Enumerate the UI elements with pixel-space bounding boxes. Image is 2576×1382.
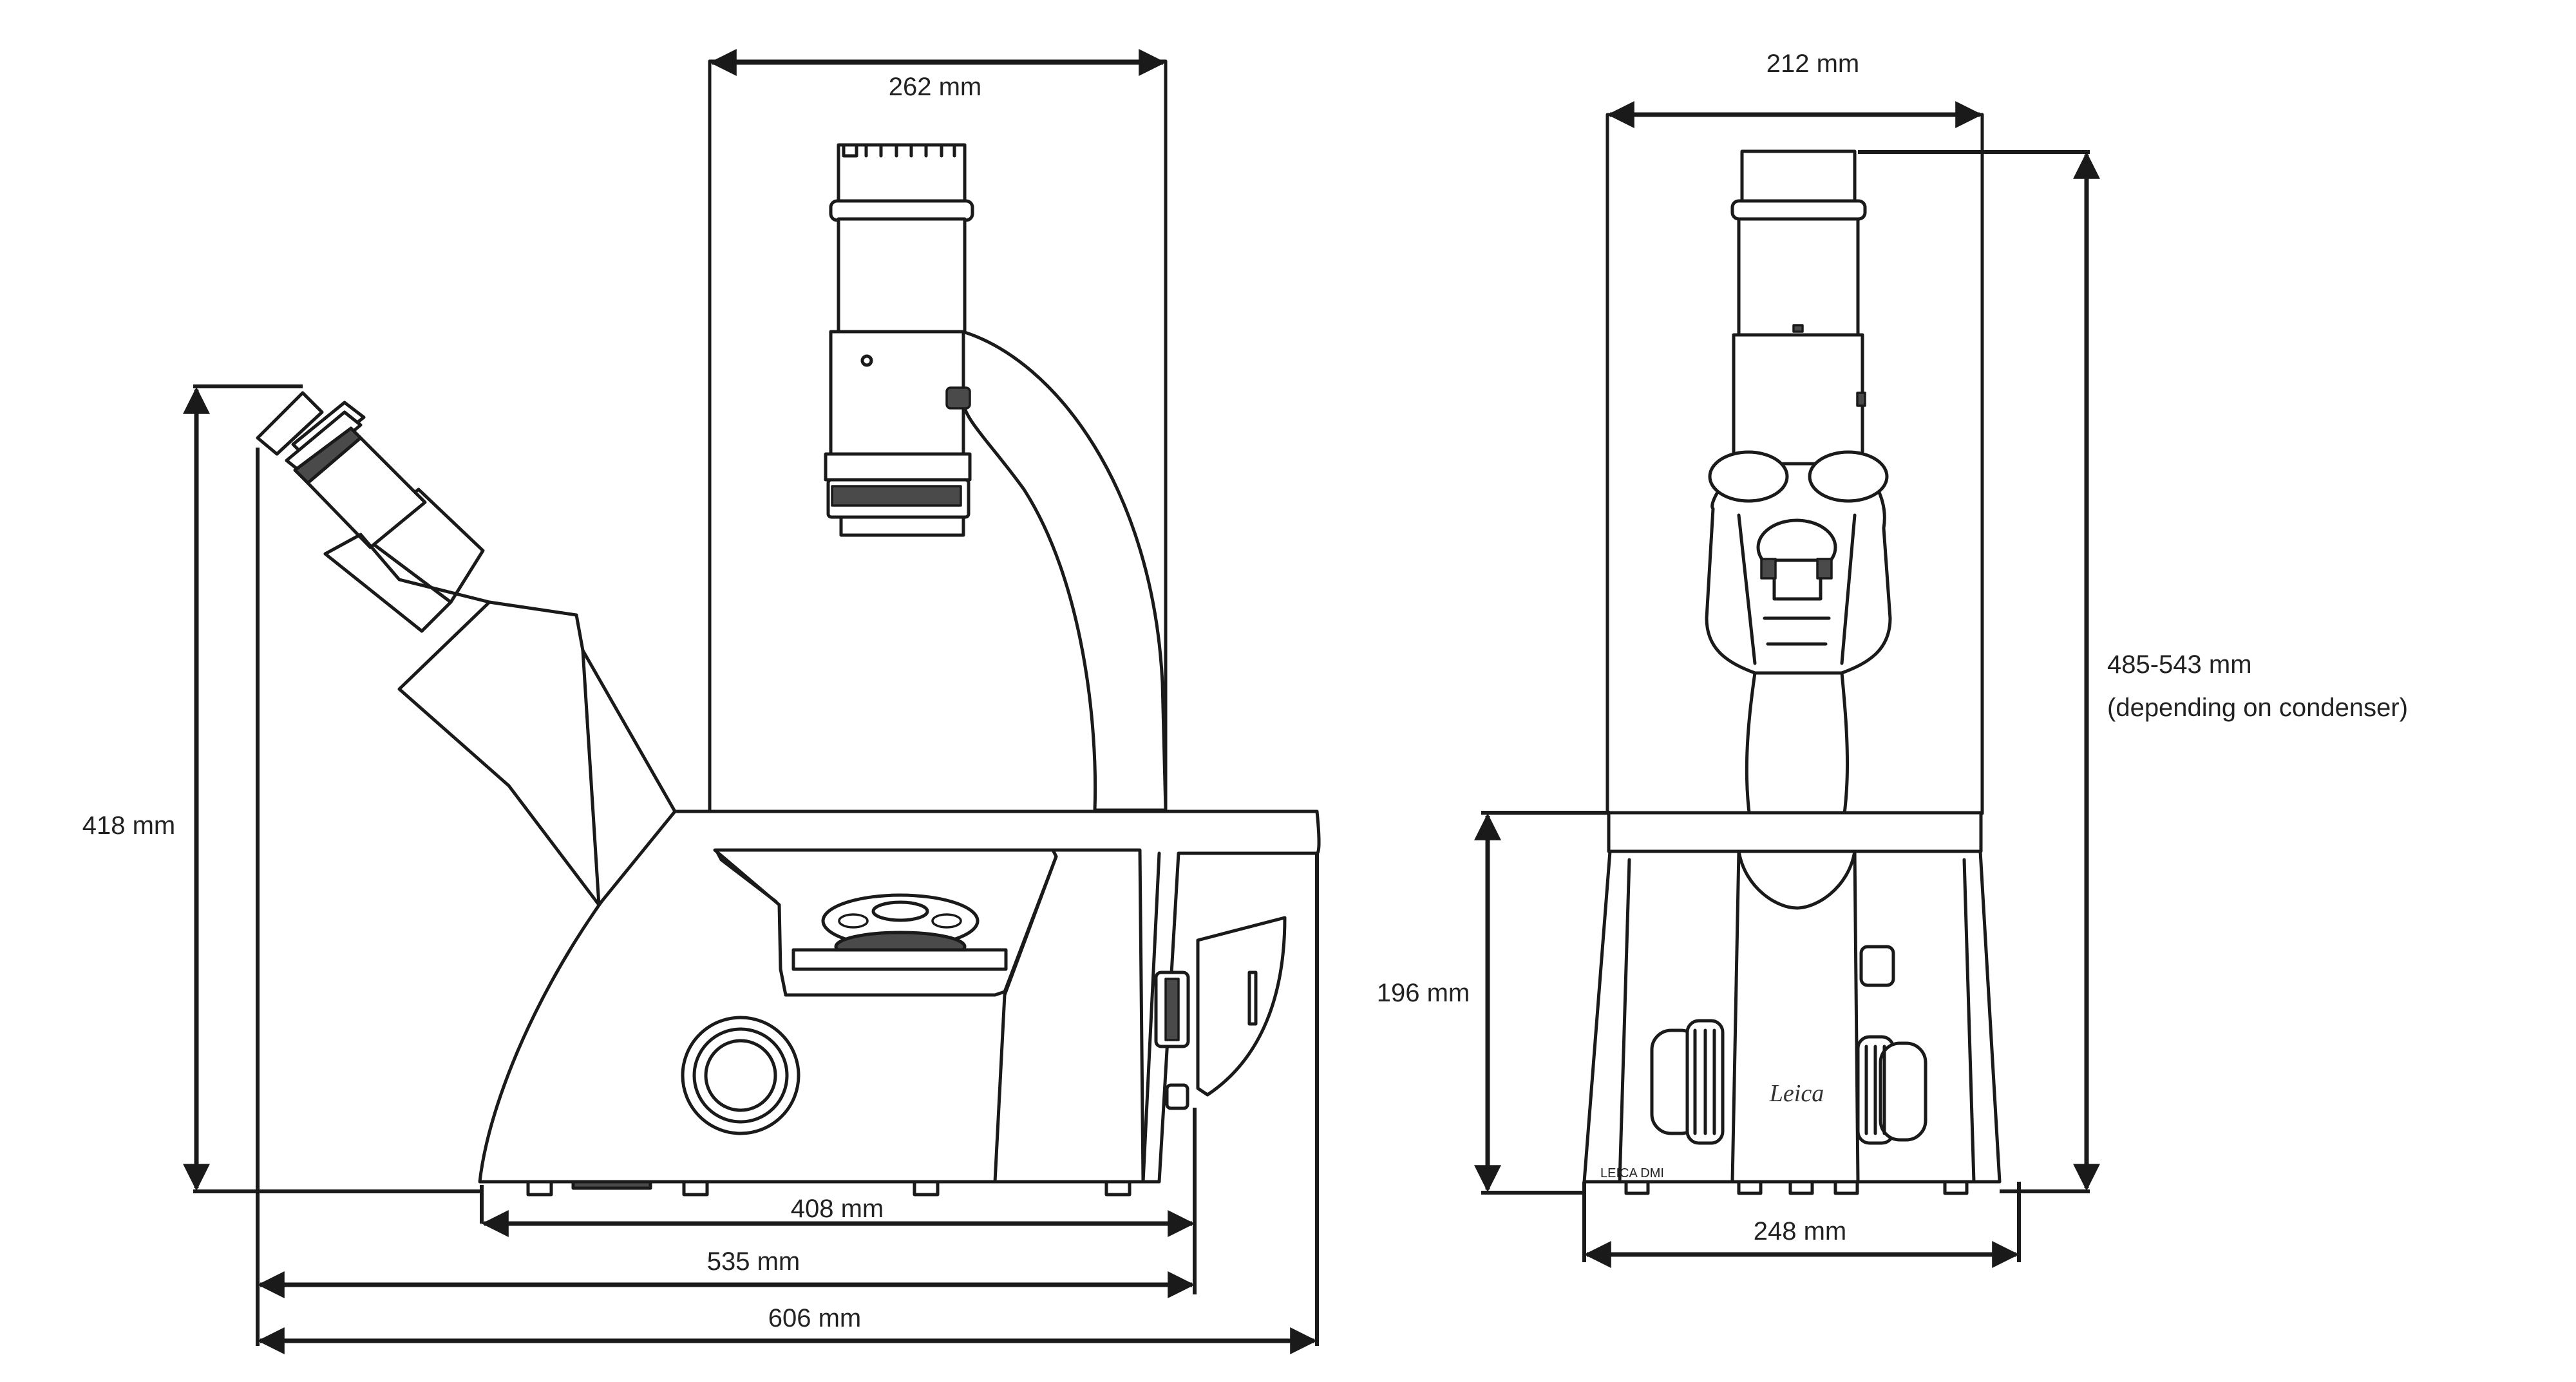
side-controls [1154,916,1287,1110]
front-feet [1624,1180,1969,1195]
front-model-label: LEICA DMI [1600,1166,1664,1180]
side-feet [526,1180,1132,1197]
dim-418-label: 418 mm [82,811,176,840]
front-view: Leica LEICA DMI 212 mm 485-543 mm (depen… [1377,50,2408,1268]
dim-535-label: 535 mm [707,1247,800,1276]
dim-485-543-note: (depending on condenser) [2107,694,2408,722]
side-view: 262 mm 418 mm 408 mm 535 mm 606 mm [82,49,1321,1354]
dim-196-label: 196 mm [1377,979,1470,1007]
side-focus-knob [681,1016,800,1135]
side-eyepiece-tube [256,391,677,907]
side-illuminator [824,143,974,537]
front-binocular-head [1705,450,1892,675]
dim-212-label: 212 mm [1766,50,1860,78]
front-logo: Leica [1769,1080,1824,1107]
dim-408-label: 408 mm [791,1195,884,1223]
front-illuminator [1730,149,1867,472]
dim-262-label: 262 mm [889,73,982,101]
side-arm-curve [961,330,1168,812]
dim-606-label: 606 mm [768,1304,862,1332]
front-focus-knobs [1650,945,1927,1145]
dim-485-543-label: 485-543 mm [2107,650,2252,679]
dim-248-label: 248 mm [1754,1217,1847,1245]
